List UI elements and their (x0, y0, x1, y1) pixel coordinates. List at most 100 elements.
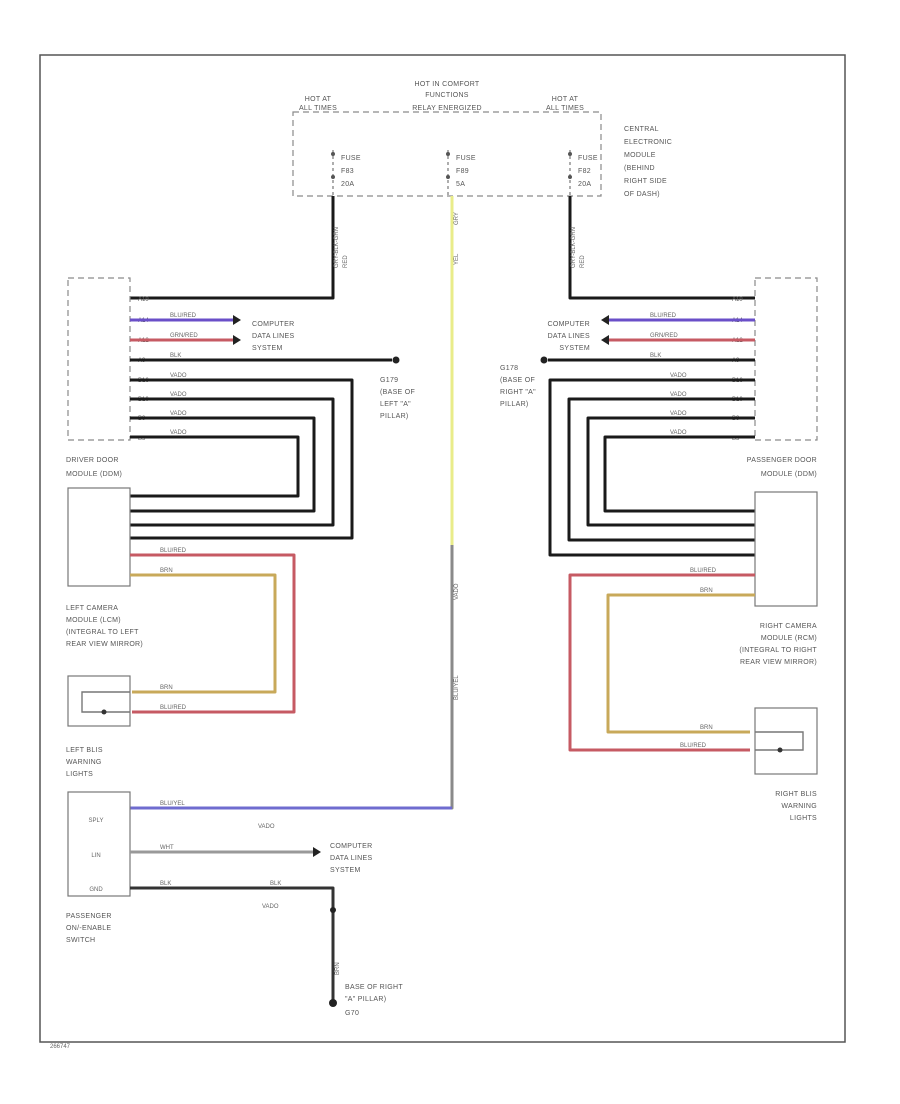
svg-text:ELECTRONIC: ELECTRONIC (624, 139, 672, 146)
svg-text:VADO: VADO (170, 373, 187, 379)
left-camera-label: LEFT CAMERA MODULE (LCM) (INTEGRAL TO LE… (66, 605, 143, 648)
driver-camera-wire-2 (130, 397, 335, 527)
right-blis-wire-labels: BRN BLU/RED (680, 725, 713, 749)
svg-text:BLK: BLK (160, 881, 171, 887)
switch-ground-splice (330, 907, 336, 913)
svg-text:MODULE (RCM): MODULE (RCM) (761, 635, 817, 642)
svg-text:COMPUTER: COMPUTER (548, 321, 590, 328)
svg-text:RED: RED (580, 255, 586, 268)
left-blis-wire-labels: BRN BLU/RED (160, 685, 187, 711)
svg-text:REAR VIEW MIRROR): REAR VIEW MIRROR) (66, 641, 143, 648)
svg-text:(INTEGRAL TO LEFT: (INTEGRAL TO LEFT (66, 629, 139, 636)
switch-lin-wire-label: WHT (160, 845, 174, 851)
svg-text:PASSENGER DOOR: PASSENGER DOOR (747, 457, 817, 464)
passenger-data-wire-labels: BLU/RED GRN/RED (650, 313, 678, 339)
diagram-border (39, 54, 846, 1043)
svg-text:GRY-BLK-GRN: GRY-BLK-GRN (571, 227, 577, 268)
svg-text:20A: 20A (341, 181, 354, 188)
svg-text:LEFT "A": LEFT "A" (380, 401, 411, 408)
left-camera-blis-wire-red (130, 553, 296, 714)
right-camera-label: RIGHT CAMERA MODULE (RCM) (INTEGRAL TO R… (739, 623, 817, 666)
left-camera-wire-labels: BLU/RED BRN (160, 548, 187, 574)
left-camera-blis-wire-gold (130, 573, 277, 694)
svg-text:G178: G178 (500, 365, 518, 372)
svg-text:G179: G179 (380, 377, 398, 384)
central-electronic-module-outline (292, 111, 602, 197)
svg-text:A19: A19 (138, 297, 149, 303)
right-camera-wire-labels: BLU/RED BRN (690, 568, 717, 594)
right-feed-wire (568, 196, 755, 300)
svg-text:VADO: VADO (670, 411, 687, 417)
passenger-ground-point (540, 356, 548, 364)
svg-text:F82: F82 (578, 168, 591, 175)
left-feed-wire (130, 196, 335, 300)
svg-text:SWITCH: SWITCH (66, 937, 95, 944)
right-blis-warning-lights (754, 707, 818, 775)
right-camera-blis-wire-red (568, 573, 755, 752)
svg-text:5A: 5A (456, 181, 465, 188)
svg-text:BLU/RED: BLU/RED (160, 548, 187, 554)
svg-text:F89: F89 (456, 168, 469, 175)
svg-text:VADO: VADO (670, 392, 687, 398)
cem-label: CENTRAL ELECTRONIC MODULE (BEHIND RIGHT … (624, 126, 672, 198)
svg-text:PASSENGER: PASSENGER (66, 913, 112, 920)
left-blis-warning-lights (67, 675, 131, 727)
svg-text:VADO: VADO (170, 392, 187, 398)
svg-text:BLU/YEL: BLU/YEL (454, 675, 460, 700)
svg-text:MODULE (DDM): MODULE (DDM) (66, 471, 122, 478)
driver-camera-wire-3 (130, 416, 316, 513)
svg-text:SPLY: SPLY (89, 818, 104, 824)
svg-text:HOT AT: HOT AT (552, 96, 579, 103)
svg-text:LEFT CAMERA: LEFT CAMERA (66, 605, 118, 612)
svg-text:SYSTEM: SYSTEM (330, 867, 361, 874)
svg-text:BLU/RED: BLU/RED (160, 705, 187, 711)
svg-text:(BEHIND: (BEHIND (624, 165, 655, 172)
svg-text:FUSE: FUSE (578, 155, 598, 162)
center-feed-wire-labels: YEL GRY (454, 212, 460, 265)
passenger-data-label: COMPUTER DATA LINES SYSTEM (548, 321, 590, 352)
switch-data-label: COMPUTER DATA LINES SYSTEM (330, 843, 372, 874)
passenger-camera-wire-4 (603, 435, 755, 513)
right-blis-label: RIGHT BLIS WARNING LIGHTS (775, 791, 817, 822)
svg-text:BRN: BRN (160, 685, 173, 691)
hot-center-label: HOT IN COMFORT FUNCTIONS RELAY ENERGIZED (412, 81, 481, 112)
left-feed-wire-labels: GRY-BLK-GRN RED (334, 227, 349, 268)
svg-text:YEL: YEL (454, 253, 460, 265)
svg-text:BASE OF RIGHT: BASE OF RIGHT (345, 984, 403, 991)
svg-text:MODULE (LCM): MODULE (LCM) (66, 617, 121, 624)
svg-text:B5: B5 (138, 436, 146, 442)
svg-text:GRN/RED: GRN/RED (650, 333, 678, 339)
svg-text:COMPUTER: COMPUTER (252, 321, 294, 328)
switch-pin-labels: SPLY LIN GND (89, 818, 104, 893)
svg-text:FUNCTIONS: FUNCTIONS (425, 92, 469, 99)
switch-ground-wire (130, 886, 335, 1003)
left-blis-label: LEFT BLIS WARNING LIGHTS (66, 747, 103, 778)
svg-text:VADO: VADO (670, 430, 687, 436)
hot-left-label: HOT AT ALL TIMES (299, 96, 337, 112)
svg-text:(INTEGRAL TO RIGHT: (INTEGRAL TO RIGHT (739, 647, 817, 654)
svg-text:GRY-BLK-GRN: GRY-BLK-GRN (334, 227, 340, 268)
switch-supply-wire-labels: VADO BLU/YEL BLU/YEL VADO (160, 583, 460, 830)
passenger-data-arrow-1 (601, 315, 609, 325)
passenger-camera-wire-1 (548, 378, 755, 557)
footer-code: 266747 (50, 1044, 71, 1050)
driver-ground-wire-label: BLK (170, 353, 181, 359)
switch-label: PASSENGER ON/-ENABLE SWITCH (66, 913, 112, 944)
switch-ground-point (329, 999, 337, 1007)
driver-camera-wire-1 (130, 378, 354, 540)
passenger-camera-wire-2 (567, 397, 755, 542)
svg-text:VADO: VADO (170, 411, 187, 417)
svg-text:DATA LINES: DATA LINES (330, 855, 372, 862)
svg-text:BLU/RED: BLU/RED (650, 313, 677, 319)
svg-text:SYSTEM: SYSTEM (559, 345, 590, 352)
svg-text:BLK: BLK (270, 881, 281, 887)
switch-ground-wire-labels: BLK BLK VADO BRN (160, 881, 341, 975)
svg-text:LIN: LIN (91, 853, 100, 859)
fuse-f82: FUSE F82 20A (568, 150, 598, 196)
svg-text:VADO: VADO (262, 904, 279, 910)
svg-text:PILLAR): PILLAR) (380, 413, 409, 420)
right-camera-blis-wire-gold (606, 593, 755, 734)
svg-text:LEFT BLIS: LEFT BLIS (66, 747, 103, 754)
svg-text:ALL TIMES: ALL TIMES (299, 105, 337, 112)
